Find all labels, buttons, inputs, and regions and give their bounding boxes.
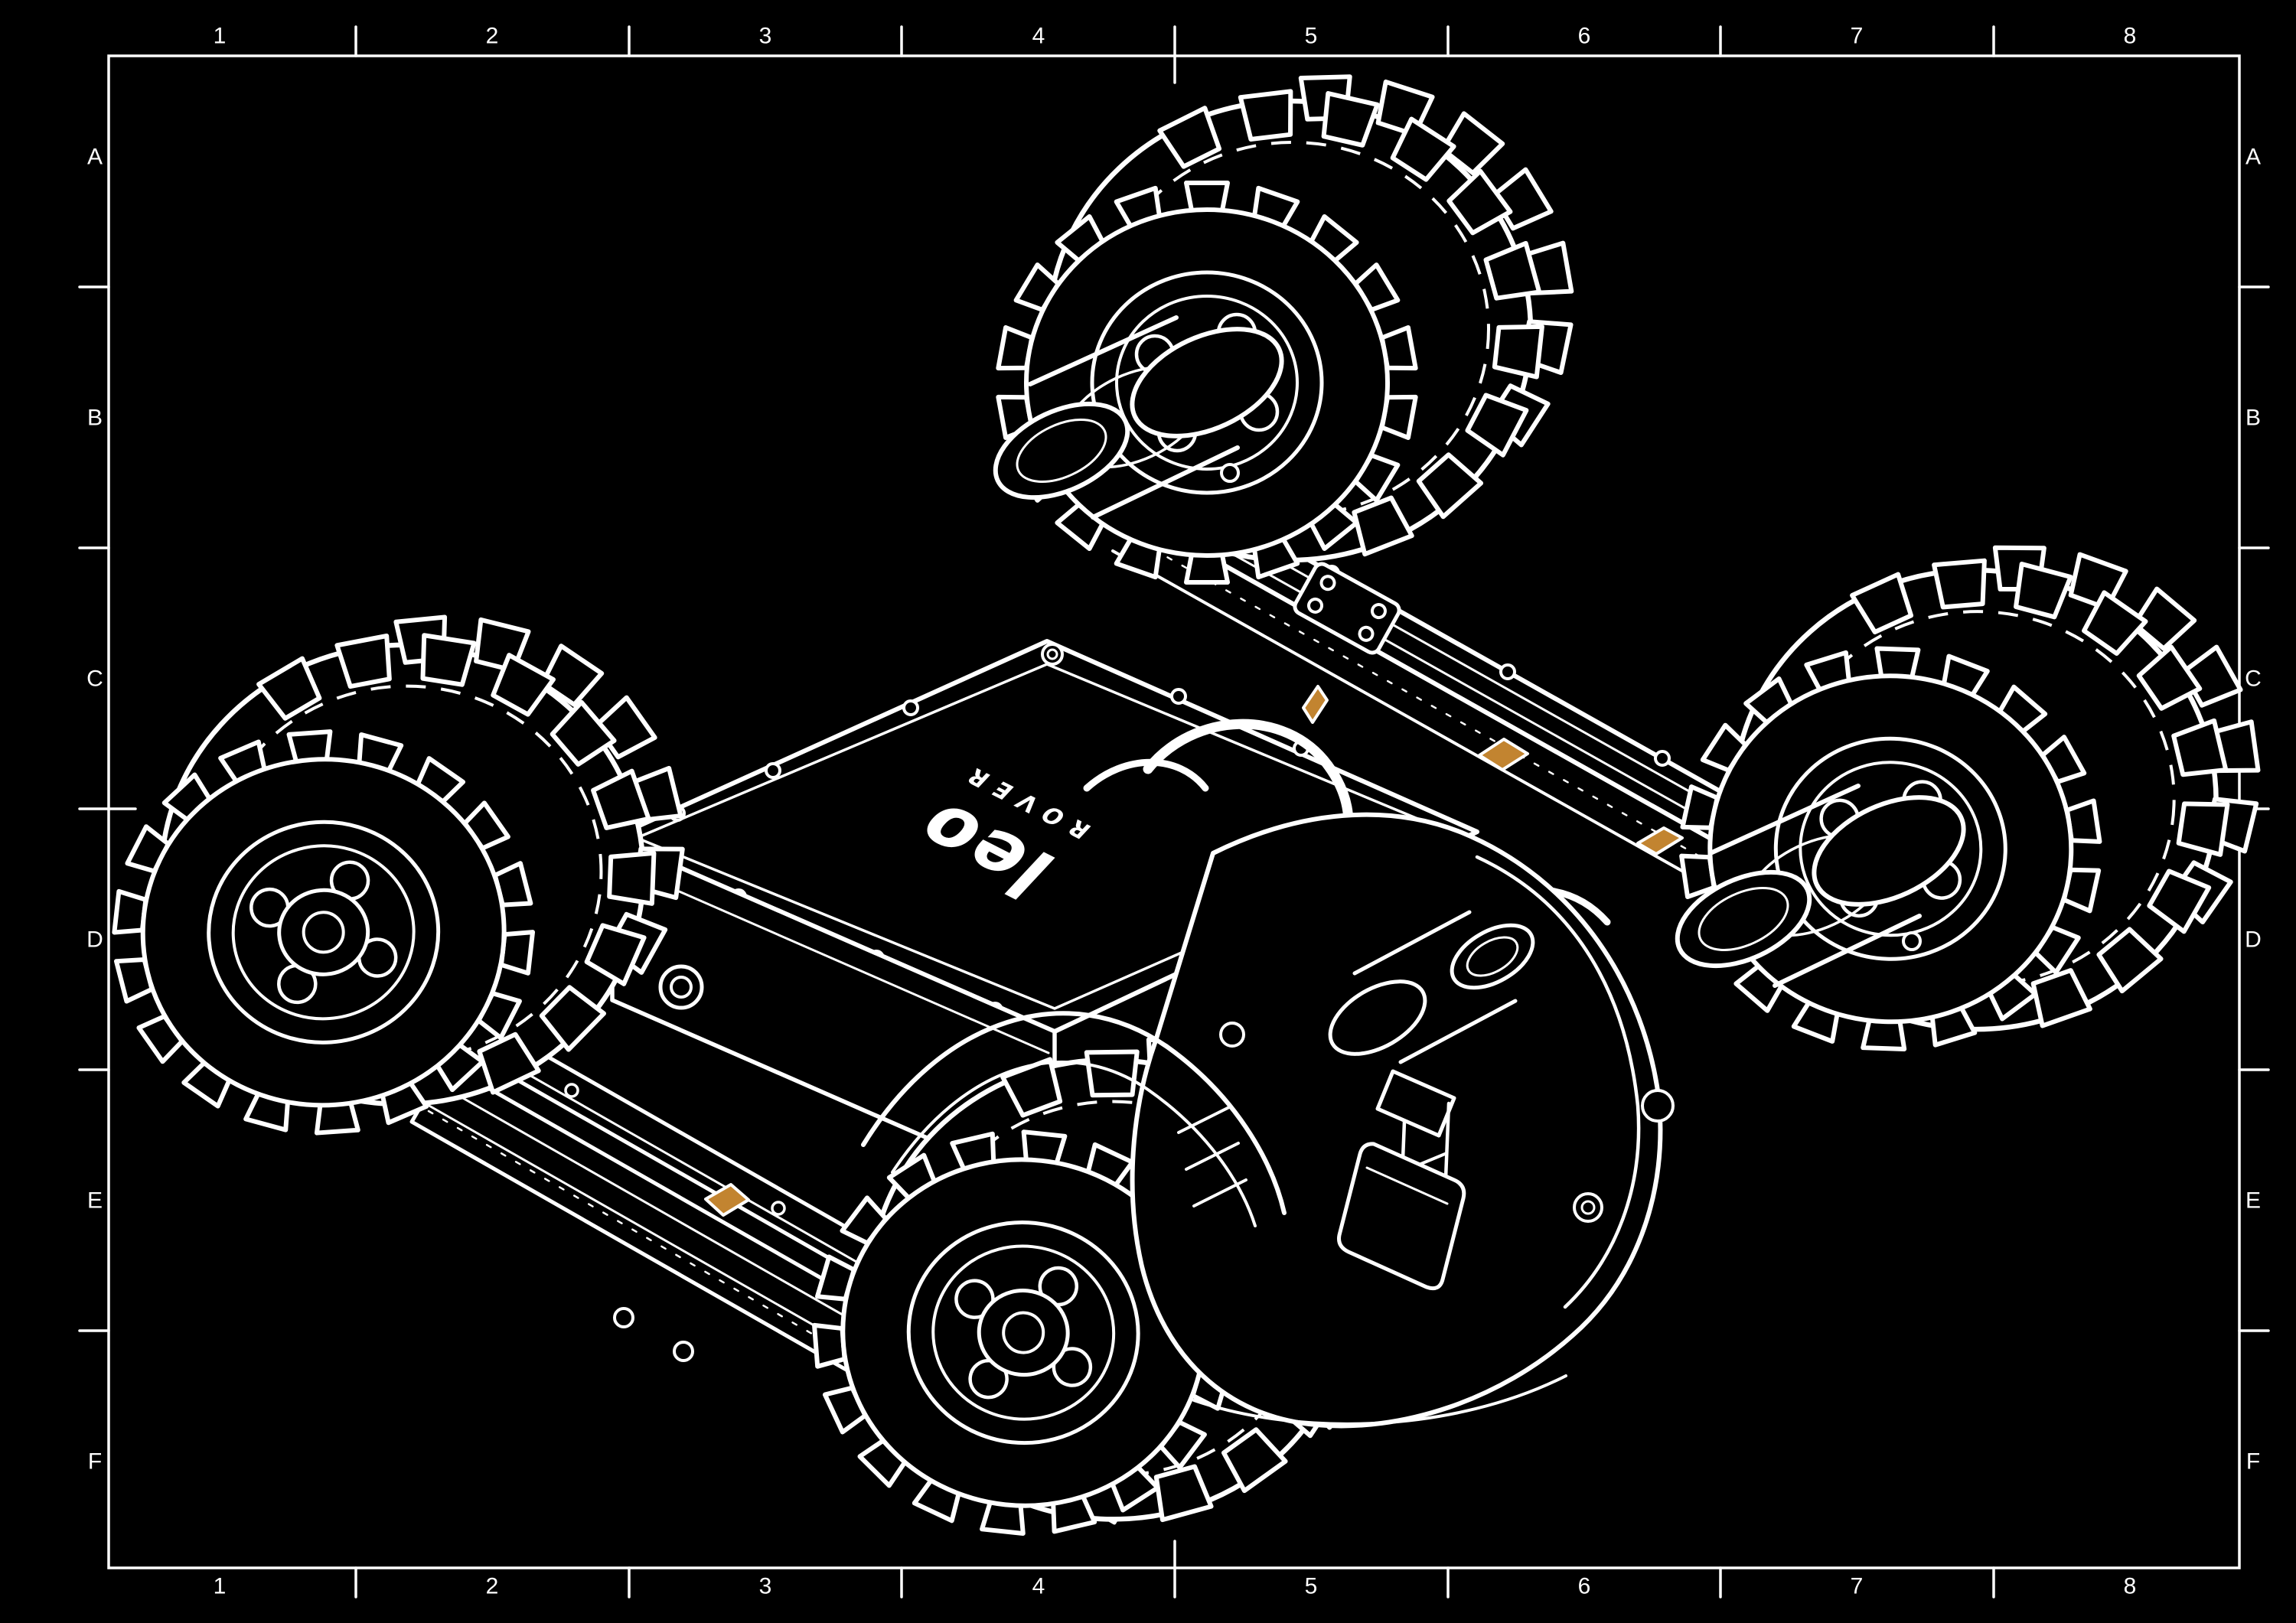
grid-label-top-6: 6 (1578, 24, 1591, 49)
frame-rails-left (409, 1014, 1168, 1525)
grid-ticks-bottom (354, 1540, 1995, 1599)
accent-markers (704, 685, 1684, 1217)
grid-label-top-8: 8 (2124, 24, 2137, 49)
grid-label-left-F: F (88, 1449, 102, 1475)
accent-marker-4 (704, 1183, 750, 1217)
grid-label-right-E: E (2245, 1188, 2261, 1214)
rear-module (1130, 812, 1675, 1429)
drive-motor (1328, 979, 1427, 1056)
grid-label-top-7: 7 (1851, 24, 1864, 49)
grid-label-left-E: E (87, 1188, 103, 1214)
grid-label-right-B: B (2245, 406, 2261, 431)
grid-label-right-C: C (2245, 666, 2262, 692)
wheel-top (998, 77, 1571, 582)
grid-label-bottom-3: 3 (759, 1574, 772, 1599)
beam-mount-plate (1293, 562, 1401, 655)
grid-label-bottom-5: 5 (1305, 1574, 1318, 1599)
grid-label-bottom-2: 2 (486, 1574, 499, 1599)
grid-label-left-D: D (86, 927, 103, 953)
grid-label-bottom-7: 7 (1851, 1574, 1864, 1599)
grid-ticks-top (354, 25, 1995, 84)
grid-label-right-A: A (2245, 145, 2261, 170)
grid-label-bottom-4: 4 (1032, 1574, 1045, 1599)
grid-label-left-C: C (86, 666, 103, 692)
wheel-right (1675, 536, 2266, 1061)
grid-ticks-left (78, 285, 137, 1332)
grid-labels-top: 1 2 3 4 5 6 7 8 (214, 24, 2137, 49)
rear-module-cover (1130, 812, 1663, 1429)
grid-label-bottom-8: 8 (2124, 1574, 2137, 1599)
grid-label-top-1: 1 (214, 24, 227, 49)
grid-labels-bottom: 1 2 3 4 5 6 7 8 (214, 1574, 2137, 1599)
battery-box (1337, 1142, 1466, 1291)
accent-marker-2 (1478, 738, 1529, 771)
grid-label-right-D: D (2245, 927, 2262, 953)
grid-labels-right: A B C D E F (2245, 145, 2262, 1475)
accent-marker-1 (1302, 685, 1329, 724)
grid-label-bottom-1: 1 (214, 1574, 227, 1599)
grid-label-left-B: B (87, 406, 103, 431)
grid-label-bottom-6: 6 (1578, 1574, 1591, 1599)
rover-illustration: leo ROVER (94, 77, 2265, 1569)
drawing-frame: 1 2 3 4 5 6 7 8 1 2 3 4 5 6 7 8 A B C D … (78, 24, 2270, 1599)
grid-label-top-3: 3 (759, 24, 772, 49)
grid-label-top-4: 4 (1032, 24, 1045, 49)
wheel-left (94, 601, 701, 1146)
accent-marker-3 (1636, 826, 1684, 855)
grid-labels-left: A B C D E F (86, 145, 103, 1475)
grid-ticks-right (2211, 285, 2270, 1332)
grid-label-left-A: A (87, 145, 103, 170)
grid-label-top-2: 2 (486, 24, 499, 49)
grid-label-right-F: F (2246, 1449, 2260, 1475)
front-fender (861, 1011, 1287, 1227)
grid-label-top-5: 5 (1305, 24, 1318, 49)
